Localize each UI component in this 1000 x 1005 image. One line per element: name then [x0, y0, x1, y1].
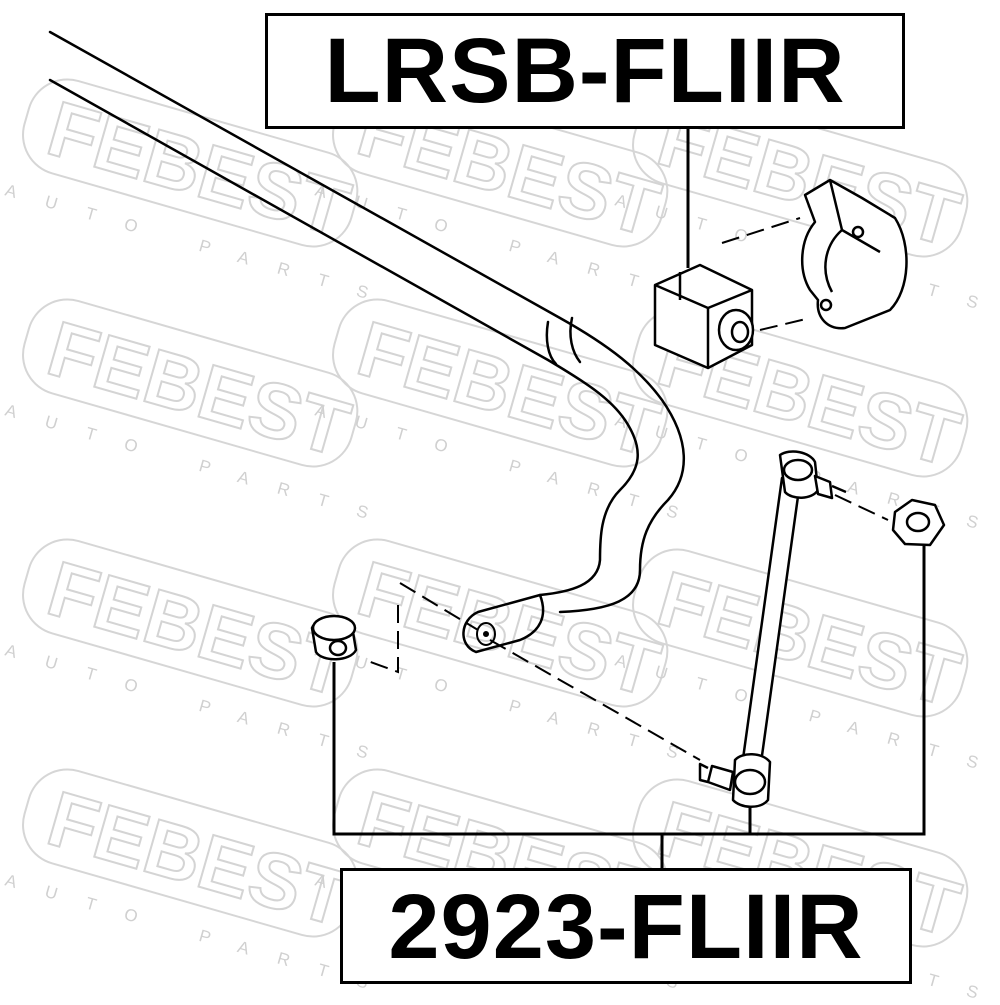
- stabilizer-bar: [48, 30, 686, 654]
- link-part-number-label: 2923-FLIIR: [340, 868, 912, 984]
- watermark-brand: FEBEST: [349, 544, 669, 713]
- stabilizer-bushing: [653, 263, 755, 370]
- bushing-part-number-label: LRSB-FLIIR: [265, 13, 905, 129]
- watermark-brand: FEBEST: [39, 304, 359, 473]
- assembly-guides: [364, 217, 889, 761]
- watermark-brand: FEBEST: [649, 554, 969, 723]
- watermark-brand: FEBEST: [39, 774, 359, 943]
- link-nut: [891, 498, 946, 547]
- watermark-brand: FEBEST: [349, 304, 669, 473]
- stabilizer-link: [698, 450, 847, 808]
- leader-lines: [332, 129, 926, 868]
- bushing-bracket: [800, 178, 908, 330]
- link-bolt-bushing: [310, 614, 358, 661]
